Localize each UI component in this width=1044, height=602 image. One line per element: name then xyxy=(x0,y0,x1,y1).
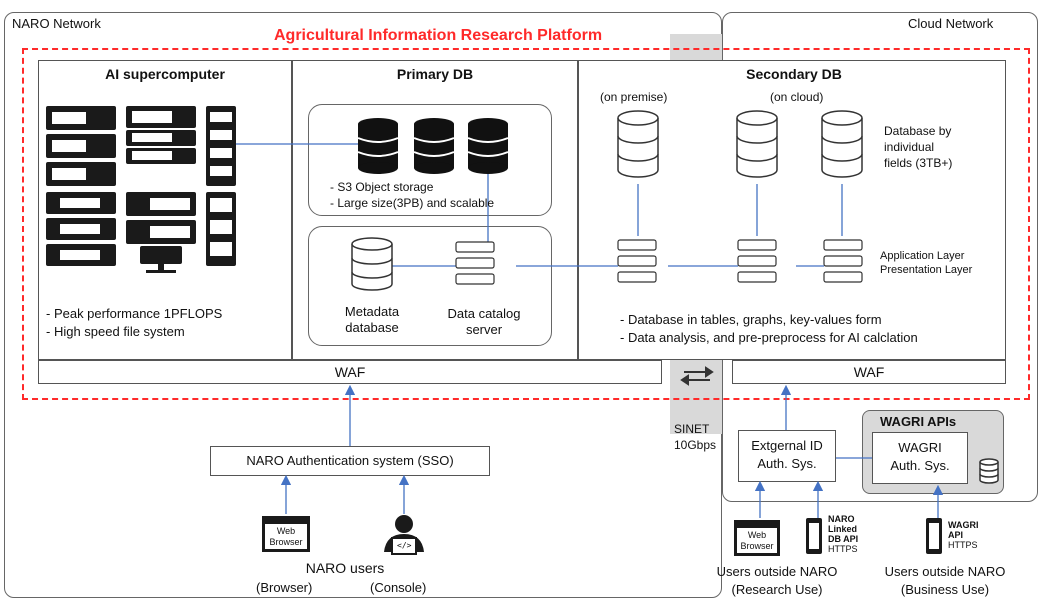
browser-icon-text-4: Browser xyxy=(740,541,774,551)
s3-text-2: - Large size(3PB) and scalable xyxy=(330,196,495,210)
naro-linked-label-2: Linked xyxy=(828,524,858,534)
on-premise-label: (on premise) xyxy=(600,90,668,104)
sinet-label-1: SINET xyxy=(674,422,710,436)
browser-icon-text-2: Browser xyxy=(269,537,303,547)
wagri-auth-label-2: Auth. Sys. xyxy=(890,458,950,473)
s3-text-1: - S3 Object storage xyxy=(330,180,434,194)
catalog-box xyxy=(308,226,552,346)
wagri-api-label-1: WAGRI xyxy=(948,520,979,530)
waf-left-label: WAF xyxy=(334,364,366,380)
outline-db-icons xyxy=(351,110,999,484)
platform-title: Agricultural Information Research Platfo… xyxy=(272,26,605,46)
external-id-label-1: Extgernal ID xyxy=(751,438,823,453)
naro-auth-system xyxy=(210,446,490,476)
console-user-label: (Console) xyxy=(370,580,427,595)
users-business-label-2: (Business Use) xyxy=(900,582,990,597)
metadata-label-1: Metadata xyxy=(344,304,400,319)
metadata-label-2: database xyxy=(345,320,399,335)
console-code-glyph: </> xyxy=(397,541,412,550)
external-id-box xyxy=(738,430,836,482)
db-fields-2: individual xyxy=(884,140,935,154)
catalog-label-1: Data catalog xyxy=(447,306,521,321)
on-cloud-label: (on cloud) xyxy=(770,90,824,104)
application-layer-label: Application Layer xyxy=(880,250,965,262)
secondary-bullet-2: - Data analysis, and pre-preprocess for … xyxy=(620,330,918,345)
users-research-label-1: Users outside NARO xyxy=(716,564,838,579)
catalog-label-2: server xyxy=(465,322,503,337)
naro-linked-label-3: DB API xyxy=(828,534,859,544)
naro-auth-system-label: NARO Authentication system (SSO) xyxy=(246,453,454,468)
primary-db-title: Primary DB xyxy=(396,66,474,82)
users-research-label-2: (Research Use) xyxy=(731,582,823,597)
phone-icons xyxy=(806,518,942,554)
exchange-icon xyxy=(680,366,714,386)
ai-bullet-1: - Peak performance 1PFLOPS xyxy=(46,306,223,321)
wagri-apis-title: WAGRI APIs xyxy=(880,414,957,429)
wagri-auth-label-1: WAGRI xyxy=(898,440,942,455)
server-rack-icons xyxy=(46,106,236,273)
secondary-db-title: Secondary DB xyxy=(746,66,842,82)
waf-right xyxy=(732,360,1006,384)
db-fields-3: fields (3TB+) xyxy=(884,156,953,170)
server-rack-details xyxy=(52,111,232,260)
waf-left xyxy=(38,360,662,384)
connection-lines xyxy=(236,143,944,518)
naro-linked-label-4: HTTPS xyxy=(828,544,858,554)
cloud-network-label: Cloud Network xyxy=(908,16,994,31)
secondary-db-box xyxy=(578,60,1006,360)
s3-storage-icons xyxy=(358,118,508,174)
platform-frame xyxy=(22,48,1030,400)
browser-icon-text-3: Web xyxy=(747,530,767,540)
wagri-auth-box xyxy=(872,432,968,484)
ai-bullet-2: - High speed file system xyxy=(46,324,185,339)
secondary-bullet-1: - Database in tables, graphs, key-values… xyxy=(620,312,882,327)
wagri-api-label-3: HTTPS xyxy=(948,540,978,550)
naro-network-label: NARO Network xyxy=(12,16,101,31)
browser-icons xyxy=(262,516,780,556)
naro-users-label: NARO users xyxy=(305,560,385,576)
browser-user-label: (Browser) xyxy=(256,580,313,595)
naro-linked-label-1: NARO xyxy=(828,514,855,524)
presentation-layer-label: Presentation Layer xyxy=(880,264,973,276)
browser-icon-text-1: Web xyxy=(276,526,296,536)
users-business-label-1: Users outside NARO xyxy=(884,564,1006,579)
wagri-api-label-2: API xyxy=(948,530,964,540)
server-stack-icons xyxy=(455,239,863,285)
sinet-label-2: 10Gbps xyxy=(674,438,717,452)
waf-right-label: WAF xyxy=(853,364,885,380)
console-user-icon xyxy=(384,515,424,555)
external-id-label-2: Auth. Sys. xyxy=(757,456,817,471)
db-fields-1: Database by xyxy=(884,124,952,138)
ai-supercomputer-title: AI supercomputer xyxy=(105,66,225,82)
